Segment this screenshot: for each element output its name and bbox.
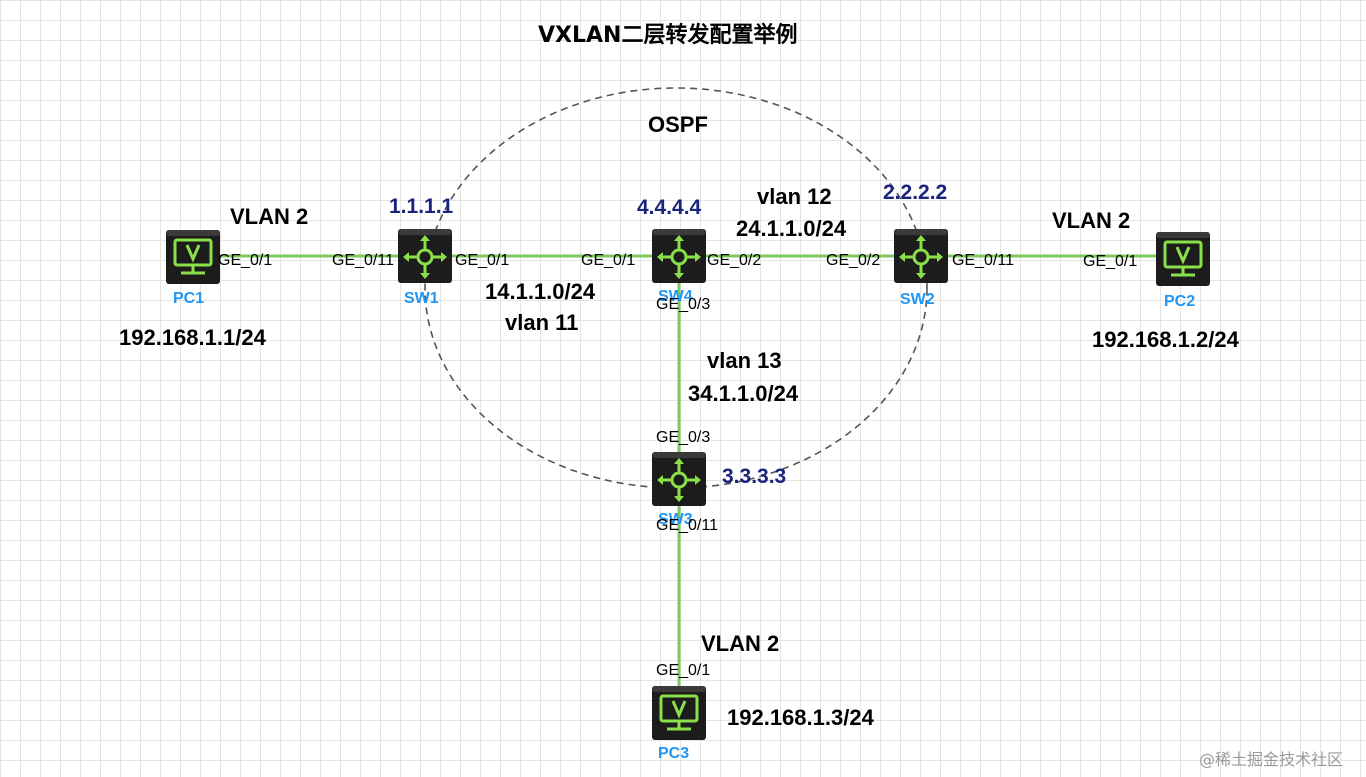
link-sw4-sw3-subnet: 34.1.1.0/24 [688, 381, 799, 406]
pc3-icon[interactable] [650, 684, 708, 742]
sw2-router-id: 2.2.2.2 [883, 181, 948, 204]
ospf-area-label: OSPF [648, 112, 708, 137]
pc1-port-label: GE_0/1 [218, 252, 273, 269]
sw1-name: SW1 [404, 290, 439, 307]
pc3-ip: 192.168.1.3/24 [727, 705, 874, 730]
link-sw4-sw3-vlan: vlan 13 [707, 348, 782, 373]
pc1-icon[interactable] [164, 228, 222, 286]
sw4-port-to-sw3: GE_0/3 [656, 296, 711, 313]
sw1-switch-icon[interactable] [396, 227, 454, 285]
sw2-port-to-sw4: GE_0/2 [826, 252, 881, 269]
pc1-name: PC1 [173, 290, 205, 307]
pc2-vlan-label: VLAN 2 [1052, 208, 1131, 233]
pc2-port-label: GE_0/1 [1083, 253, 1138, 270]
pc3-name: PC3 [658, 745, 690, 762]
sw2-port-to-pc2: GE_0/11 [952, 252, 1014, 269]
sw3-name: SW3 [658, 511, 693, 528]
pc3-port-label: GE_0/1 [656, 662, 711, 679]
sw2-name: SW2 [900, 291, 935, 308]
ospf-area-boundary [424, 87, 928, 489]
sw2-switch-icon[interactable] [892, 227, 950, 285]
sw3-port-to-pc3: GE_0/11 [656, 517, 718, 534]
sw4-switch-icon[interactable] [650, 227, 708, 285]
pc3-vlan-label: VLAN 2 [701, 631, 780, 656]
sw1-port-to-pc1: GE_0/11 [332, 252, 394, 269]
sw1-port-to-sw4: GE_0/1 [455, 252, 510, 269]
sw4-port-to-sw1: GE_0/1 [581, 252, 636, 269]
sw3-port-to-sw4: GE_0/3 [656, 429, 711, 446]
link-sw1-sw4-vlan: vlan 11 [505, 310, 579, 335]
sw3-switch-icon[interactable] [650, 450, 708, 508]
pc2-icon[interactable] [1154, 230, 1212, 288]
link-sw1-sw4-subnet: 14.1.1.0/24 [485, 279, 596, 304]
pc1-ip: 192.168.1.1/24 [119, 325, 266, 350]
sw4-port-to-sw2: GE_0/2 [707, 252, 762, 269]
sw4-name: SW4 [658, 288, 693, 305]
sw3-router-id: 3.3.3.3 [722, 465, 787, 488]
link-sw4-sw2-subnet: 24.1.1.0/24 [736, 216, 847, 241]
diagram-title: VXLAN二层转发配置举例 [538, 23, 798, 48]
links [220, 254, 1156, 686]
pc2-name: PC2 [1164, 293, 1196, 310]
watermark: @稀土掘金技术社区 [1199, 750, 1344, 769]
link-sw4-sw2-vlan: vlan 12 [757, 184, 832, 209]
pc2-ip: 192.168.1.2/24 [1092, 327, 1239, 352]
pc1-vlan-label: VLAN 2 [230, 204, 309, 229]
sw4-router-id: 4.4.4.4 [637, 196, 702, 219]
sw1-router-id: 1.1.1.1 [389, 195, 454, 218]
